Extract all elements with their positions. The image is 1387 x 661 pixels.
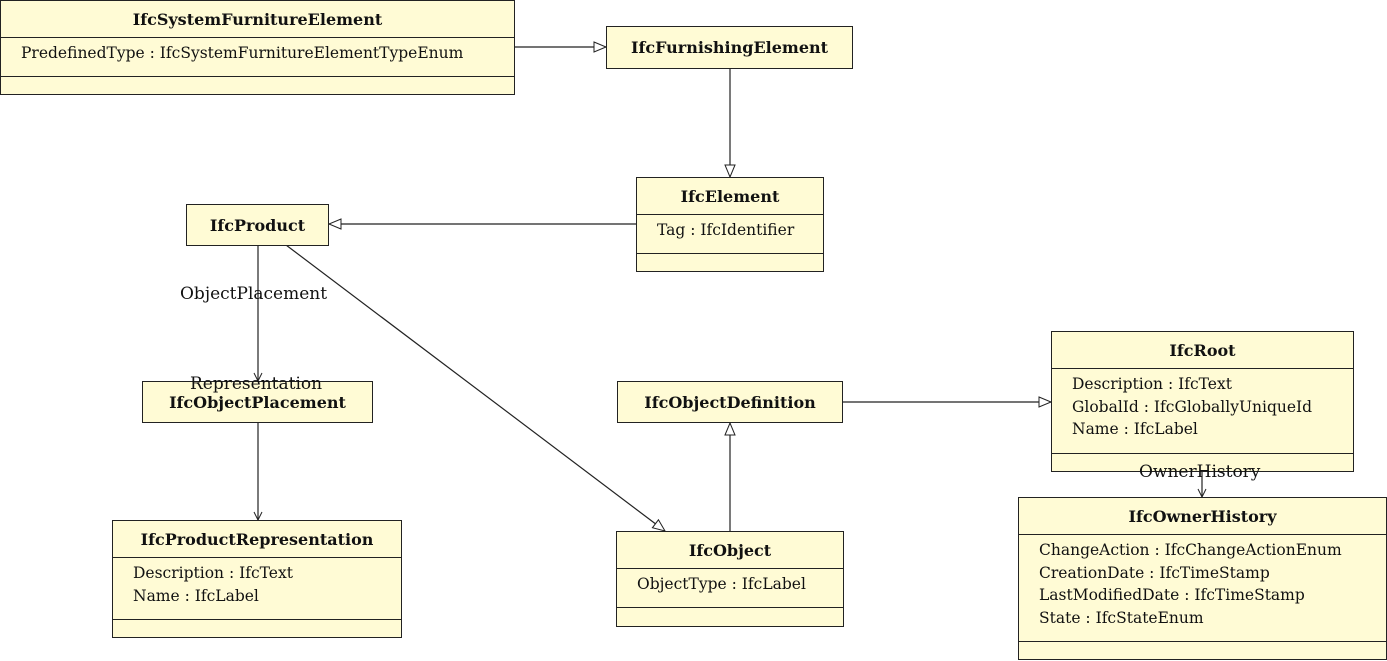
association-label-representation: Representation [190,374,323,394]
class-name: IfcObjectDefinition [644,392,816,412]
attribute: GlobalId : IfcGloballyUniqueId [1072,397,1313,416]
class-ifcobjectdefinition[interactable]: IfcObjectDefinition [617,381,843,423]
class-operations [1019,641,1386,660]
class-attributes: Description : IfcText Name : IfcLabel [113,557,401,619]
class-name: IfcSystemFurnitureElement [132,9,383,29]
class-operations [1,76,514,95]
edge-product-to-object [285,244,665,531]
class-attributes: ChangeAction : IfcChangeActionEnum Creat… [1019,534,1386,641]
class-ifcproduct[interactable]: IfcProduct [186,204,329,246]
class-attributes: ObjectType : IfcLabel [617,568,843,607]
class-name: IfcRoot [1169,340,1236,360]
class-ifcelement[interactable]: IfcElement Tag : IfcIdentifier [636,177,824,272]
class-operations [113,619,401,638]
class-ifcroot[interactable]: IfcRoot Description : IfcText GlobalId :… [1051,331,1354,472]
attribute: ChangeAction : IfcChangeActionEnum [1039,541,1342,559]
attribute: State : IfcStateEnum [1039,608,1204,627]
class-name: IfcObjectPlacement [169,392,346,412]
attribute: CreationDate : IfcTimeStamp [1039,563,1270,582]
attribute: PredefinedType : IfcSystemFurnitureEleme… [21,44,464,62]
class-ifcobject[interactable]: IfcObject ObjectType : IfcLabel [616,531,844,627]
attribute: LastModifiedDate : IfcTimeStamp [1039,586,1305,604]
class-name: IfcObject [688,540,772,560]
attribute: Description : IfcText [1072,375,1232,393]
class-attributes: Tag : IfcIdentifier [637,214,823,253]
class-name: IfcElement [680,186,780,206]
class-ifcsystemfurnitureelement[interactable]: IfcSystemFurnitureElement PredefinedType… [0,0,515,95]
class-attributes: Description : IfcText GlobalId : IfcGlob… [1052,368,1353,453]
class-name: IfcProductRepresentation [140,529,374,549]
association-label-objectplacement: ObjectPlacement [180,284,328,304]
attribute: Name : IfcLabel [133,586,259,605]
attribute: Tag : IfcIdentifier [657,221,795,239]
attribute: Name : IfcLabel [1072,420,1198,438]
class-name: IfcFurnishingElement [630,38,829,57]
class-name: IfcOwnerHistory [1128,506,1277,526]
class-ifcproductrepresentation[interactable]: IfcProductRepresentation Description : I… [112,520,402,638]
class-ifcownerhistory[interactable]: IfcOwnerHistory ChangeAction : IfcChange… [1018,497,1387,660]
class-operations [617,607,843,627]
attribute: Description : IfcText [133,564,293,582]
class-attributes: PredefinedType : IfcSystemFurnitureEleme… [1,37,514,76]
class-operations [1052,453,1353,472]
class-ifcfurnishingelement[interactable]: IfcFurnishingElement [606,26,853,69]
class-operations [637,253,823,272]
class-ifcobjectplacement[interactable]: IfcObjectPlacement [142,381,373,423]
association-label-ownerhistory: OwnerHistory [1139,462,1261,482]
class-name: IfcProduct [209,215,306,235]
attribute: ObjectType : IfcLabel [637,575,806,593]
